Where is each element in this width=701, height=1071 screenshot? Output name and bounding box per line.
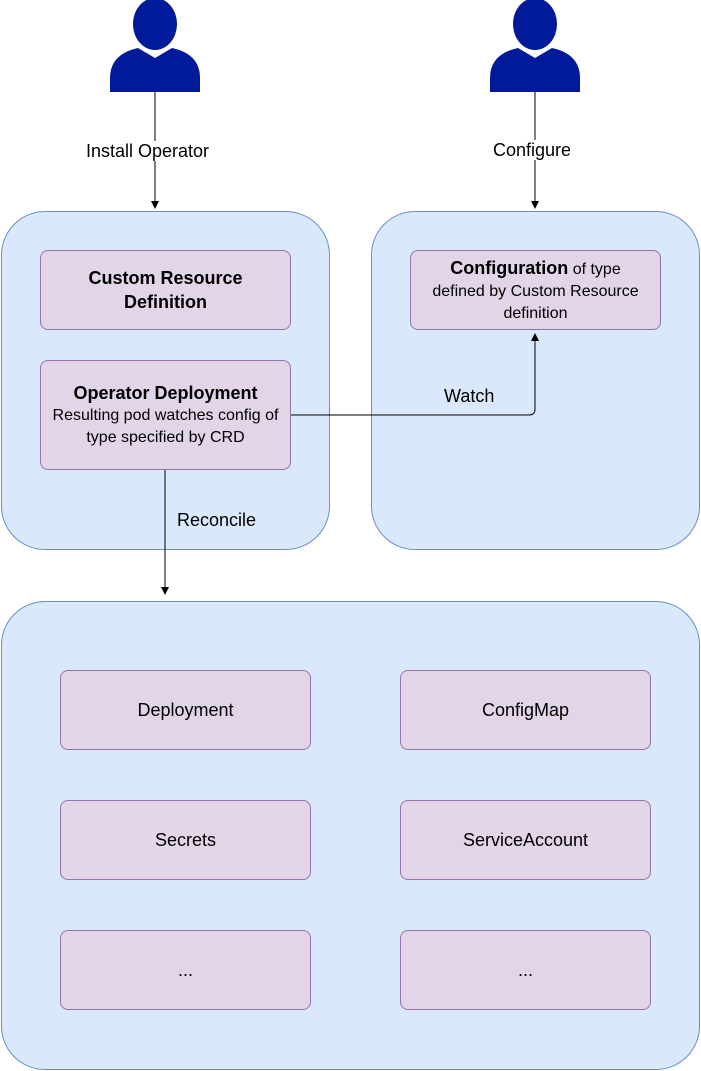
deployment-resource[interactable]: Deployment bbox=[60, 670, 311, 750]
crd-title: Custom Resource Definition bbox=[88, 268, 243, 312]
watch-label: Watch bbox=[444, 386, 495, 406]
resource-label: Deployment bbox=[137, 699, 234, 720]
watch-edge bbox=[290, 333, 539, 416]
operator-deployment-box[interactable]: Operator Deployment Resulting pod watche… bbox=[40, 360, 291, 470]
configuration-text-2: defined by Custom Resource definition bbox=[432, 282, 639, 322]
resource-label: ... bbox=[517, 959, 533, 980]
configuration-text-1: of type bbox=[568, 260, 621, 278]
operator-deployment-title: Operator Deployment bbox=[73, 383, 258, 403]
resource-label: ... bbox=[177, 959, 193, 980]
more-resources-right[interactable]: ... bbox=[400, 930, 651, 1010]
resource-label: ConfigMap bbox=[481, 699, 570, 720]
configuration-box[interactable]: Configuration of type defined by Custom … bbox=[410, 250, 661, 330]
configure-label: Configure bbox=[493, 140, 572, 160]
configuration-text: Configuration of type defined by Custom … bbox=[413, 256, 658, 325]
resource-label: Secrets bbox=[154, 829, 217, 850]
operator-deployment-description: Resulting pod watches config of type spe… bbox=[52, 407, 279, 446]
configmap-resource[interactable]: ConfigMap bbox=[400, 670, 651, 750]
user-icon bbox=[110, 0, 200, 92]
admin-icon bbox=[490, 0, 580, 92]
resource-label: ServiceAccount bbox=[462, 829, 589, 850]
crd-box[interactable]: Custom Resource Definition bbox=[40, 250, 291, 330]
serviceaccount-resource[interactable]: ServiceAccount bbox=[400, 800, 651, 880]
reconcile-label: Reconcile bbox=[177, 510, 257, 530]
configuration-title: Configuration bbox=[450, 257, 569, 278]
install-operator-label: Install Operator bbox=[86, 141, 210, 161]
more-resources-left[interactable]: ... bbox=[60, 930, 311, 1010]
secrets-resource[interactable]: Secrets bbox=[60, 800, 311, 880]
